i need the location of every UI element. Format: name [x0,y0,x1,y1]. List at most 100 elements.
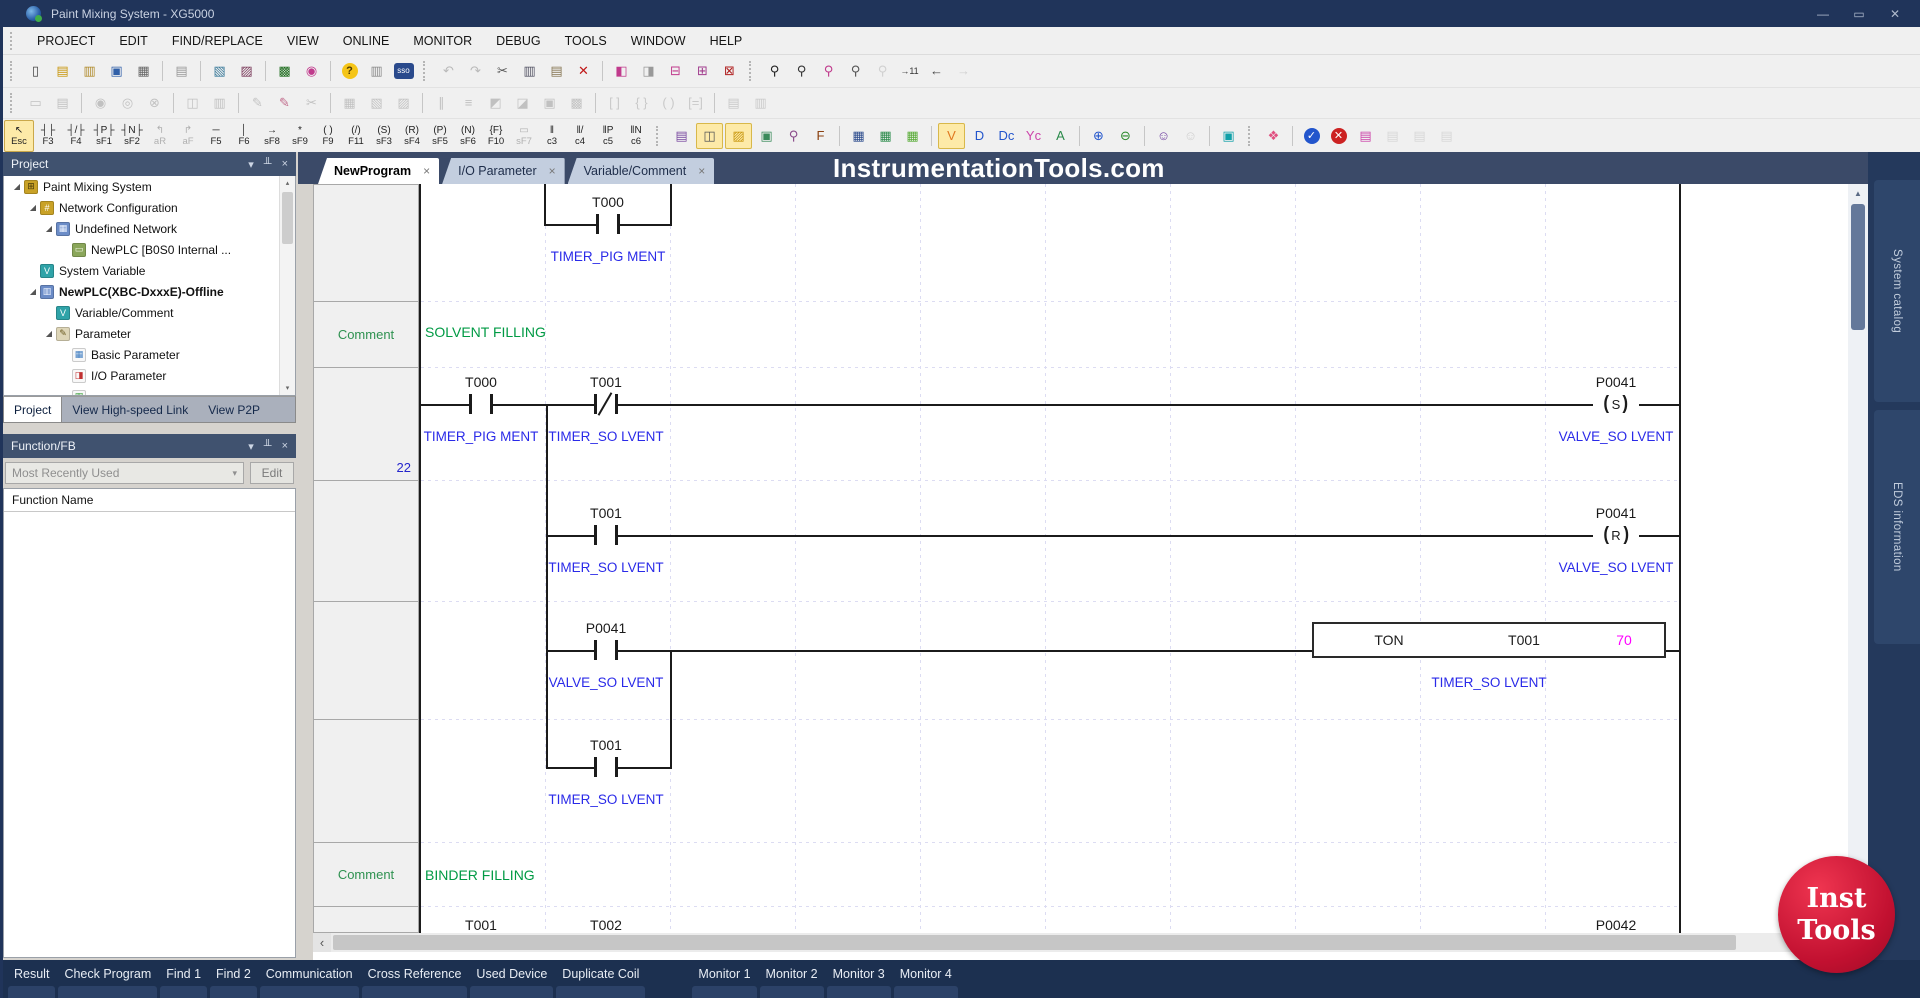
pulse-contact-tool[interactable]: ┤P├sF1 [93,124,115,147]
online-edit-icon[interactable]: ✎ [252,95,263,110]
tree-scrollbar[interactable]: ▴ ▾ [279,176,295,395]
no-contact-tool[interactable]: ┤├F3 [40,124,56,147]
clipboard-icon[interactable]: ▤ [175,63,188,78]
tab-variable-comment[interactable]: Variable/Comment× [567,158,715,184]
ladder-editor[interactable]: Comment 22 Comment T000 TIMER_PIG MENT S… [313,184,1848,952]
tab-io-parameter[interactable]: I/O Parameter× [442,158,565,184]
variable-view-icon[interactable]: ▨ [725,122,752,149]
monitor-window-icon[interactable]: ▣ [1222,127,1235,143]
insert-row-icon[interactable]: ⊟ [670,63,681,78]
horizontal-scroll-track[interactable] [331,933,1830,952]
bottom-tab-communication[interactable]: Communication [259,967,359,998]
pulse-coil-tool[interactable]: (P)sF5 [432,124,448,147]
trend-icon[interactable]: ≡ [464,95,473,110]
bottom-tab-button[interactable] [361,986,468,998]
margin-cell-comment[interactable]: Comment [314,843,418,907]
mode-icon[interactable]: ◉ [305,63,318,78]
bottom-tab-button[interactable] [58,986,158,998]
contact-t001[interactable] [594,525,618,545]
npulse-contact-tool[interactable]: ┤N├sF2 [121,124,143,147]
variable-table-icon[interactable]: ▦ [879,127,892,143]
bottom-tab-monitor-3[interactable]: Monitor 3 [826,967,891,998]
replace-icon[interactable]: ⚲ [850,63,861,78]
view-device-icon[interactable]: D [974,127,985,143]
bottom-tab-used-device[interactable]: Used Device [470,967,554,998]
run-mode-icon[interactable]: ◉ [94,95,107,110]
step-over-icon[interactable]: ▩ [570,95,583,110]
read-plc-icon[interactable]: ▨ [240,63,253,78]
contact-t000[interactable] [596,214,620,234]
menu-item[interactable]: FIND/REPLACE [171,33,263,48]
bottom-tab-check-program[interactable]: Check Program [58,967,158,998]
esc-arrow-tool[interactable]: ↖Esc [4,119,34,152]
vno-contact-tool[interactable]: ‖c3 [546,124,558,147]
check-error-icon[interactable]: ✕ [1326,124,1351,148]
view-all-icon[interactable]: A [1056,127,1065,143]
vline-tool[interactable]: │F6 [238,124,250,147]
horizontal-scroll-thumb[interactable] [333,935,1736,950]
contact-nc-t001[interactable] [594,392,618,416]
bottom-tab-duplicate-coil[interactable]: Duplicate Coil [556,967,646,998]
insert-cell-icon[interactable]: ◧ [615,63,628,78]
connection-settings-icon[interactable]: ▤ [56,95,69,110]
book2-icon[interactable]: ▤ [1386,127,1399,143]
tree-item-network-configuration[interactable]: ◢ # Network Configuration [4,197,295,218]
sidebar-tab-eds-information[interactable]: EDS information [1874,410,1920,644]
monitor-grid-icon[interactable]: ▩ [278,63,291,78]
panel-tab-high-speed-link[interactable]: View High-speed Link [72,402,189,417]
bracket-step-icon[interactable]: { } [635,95,648,110]
reset-coil-tool[interactable]: (R)sF4 [404,124,420,147]
minimize-button[interactable]: — [1817,6,1829,21]
sidebar-tab-system-catalog[interactable]: System catalog [1874,180,1920,402]
menu-item[interactable]: ONLINE [342,33,390,48]
upload-icon[interactable]: ▥ [213,95,226,110]
delete-icon[interactable]: ✕ [578,63,589,78]
close-panel-icon[interactable]: × [281,439,288,452]
data-trace-icon[interactable]: ◩ [489,95,502,110]
view-variable-comment-icon[interactable]: Yc [1025,127,1042,143]
bottom-tab-button[interactable] [8,986,56,998]
ncoil-tool[interactable]: (/)F11 [348,124,364,147]
reset-coil-p0041[interactable]: (R) [1593,523,1639,547]
bottom-tab-monitor-1[interactable]: Monitor 1 [692,967,757,998]
download-icon[interactable]: ◫ [186,95,199,110]
tree-item-variable-comment[interactable]: V Variable/Comment [4,302,295,323]
menu-item[interactable]: EDIT [119,33,148,48]
collapse-icon[interactable]: ▾ [248,158,254,171]
pin-icon[interactable]: ╨ [263,157,272,170]
connect-line-tool[interactable]: →sF8 [264,124,280,147]
expander-icon[interactable]: ◢ [45,329,53,338]
forward-icon[interactable]: → [957,63,970,78]
redo-icon[interactable]: ↷ [470,63,481,78]
vnc-contact-tool[interactable]: ‖/c4 [574,124,586,147]
delete-line-tool[interactable]: *sF9 [292,124,308,147]
tree-item-newplc-b0s0[interactable]: ▭ NewPLC [B0S0 Internal ... [4,239,295,260]
scan-watch-icon[interactable]: ∥ [438,95,445,110]
sso-icon[interactable]: sso [391,59,416,83]
falling-tool[interactable]: ↱aF [182,124,194,147]
close-button[interactable]: ✕ [1889,6,1901,21]
properties-icon[interactable]: ▥ [370,63,383,78]
program-clipboard-icon[interactable]: ▤ [675,127,688,143]
bottom-tab-monitor-2[interactable]: Monitor 2 [759,967,824,998]
maximize-button[interactable]: ▭ [1853,6,1865,21]
font-icon[interactable]: F [816,127,825,143]
tree-scroll-thumb[interactable] [282,192,293,244]
set-coil-tool[interactable]: (S)sF3 [376,124,392,147]
contact-t001[interactable] [594,757,618,777]
rung-comment[interactable]: BINDER FILLING [425,867,535,883]
scroll-left-icon[interactable]: ‹ [313,933,331,952]
bottom-tab-monitor-4[interactable]: Monitor 4 [893,967,958,998]
npulse-coil-tool[interactable]: (N)sF6 [460,124,476,147]
expander-icon[interactable]: ◢ [45,224,53,233]
expander-icon[interactable]: ◢ [29,203,37,212]
view-device-comment-icon[interactable]: Dc [998,127,1015,143]
open-book-icon[interactable]: ▤ [1359,127,1372,143]
menu-item[interactable]: VIEW [286,33,319,48]
find-icon[interactable]: ⚲ [796,63,807,78]
coil-tool[interactable]: ( )F9 [322,124,334,147]
user-settings-icon[interactable]: ☺ [1156,127,1171,143]
collapse-icon[interactable]: ▾ [248,440,254,453]
bottom-tab-button[interactable] [210,986,257,998]
